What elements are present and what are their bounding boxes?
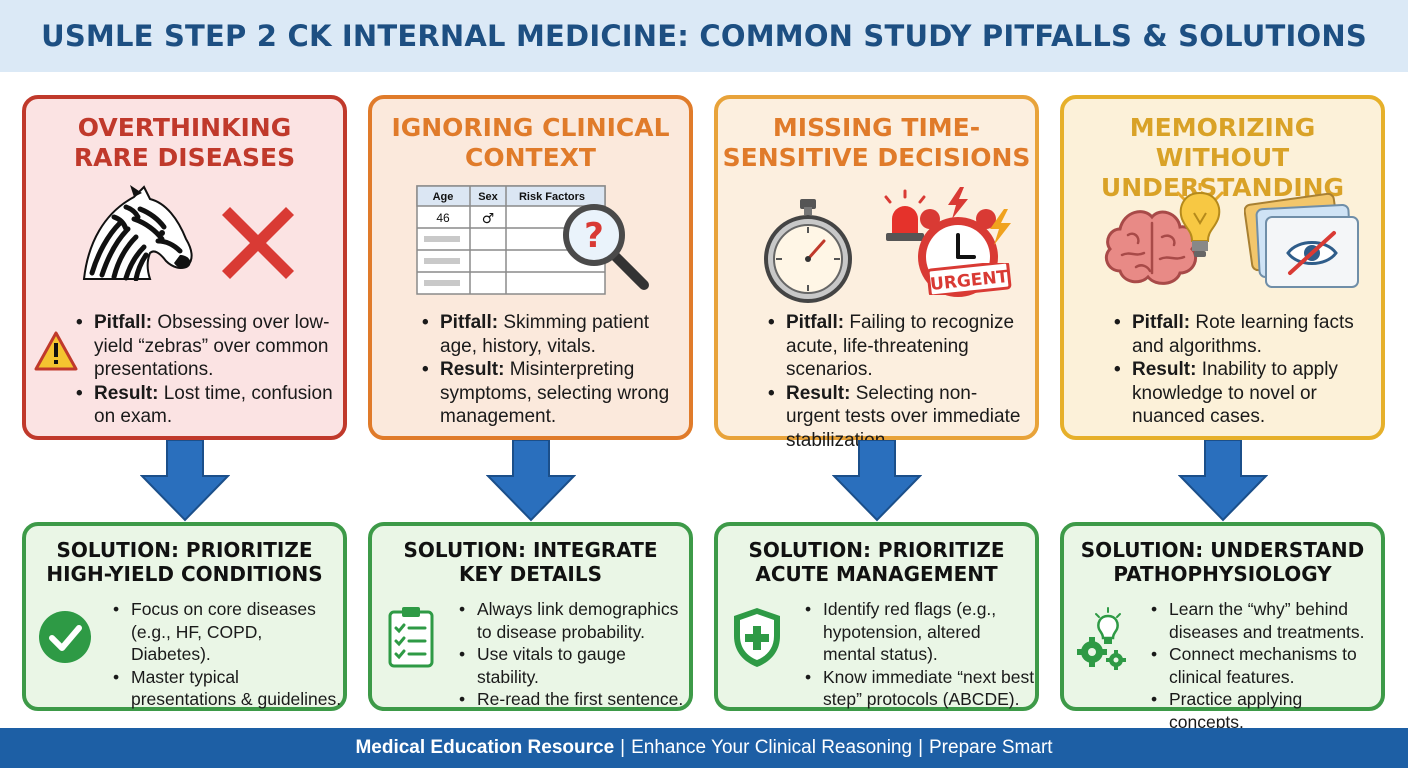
lightning-icon bbox=[990, 209, 1011, 245]
list-item: Master typical presentations & guideline… bbox=[111, 666, 343, 711]
down-arrow-icon bbox=[486, 440, 576, 522]
down-arrow-icon bbox=[1178, 440, 1268, 522]
pitfall-details: Pitfall: Rote learning facts and algorit… bbox=[1112, 311, 1377, 429]
solution-card-pathophysiology: SOLUTION: UNDERSTAND PATHOPHYSIOLOGY Lea… bbox=[1060, 522, 1385, 732]
urgent-stamp: URGENT bbox=[926, 263, 1012, 295]
crossed-eye-icon bbox=[1286, 231, 1338, 275]
brain-icon bbox=[1104, 210, 1197, 285]
list-item: Connect mechanisms to clinical features. bbox=[1149, 643, 1381, 688]
table-header-sex: Sex bbox=[478, 191, 498, 203]
pitfall-card-time-sensitive: MISSING TIME- SENSITIVE DECISIONS bbox=[714, 95, 1039, 451]
footer-tagline: Enhance Your Clinical Reasoning bbox=[631, 737, 913, 758]
pitfall-details: Pitfall: Obsessing over low-yield “zebra… bbox=[74, 311, 339, 429]
list-item: Practice applying concepts. bbox=[1149, 688, 1381, 733]
list-item: Always link demographics to disease prob… bbox=[457, 598, 689, 643]
svg-text:?: ? bbox=[584, 216, 604, 256]
stopwatch-icon bbox=[764, 199, 852, 303]
solution-bullets: Learn the “why” behind diseases and trea… bbox=[1149, 598, 1381, 733]
pitfall-item: Pitfall: Obsessing over low-yield “zebra… bbox=[74, 311, 339, 382]
solution-title: SOLUTION: PRIORITIZE HIGH-YIELD CONDITIO… bbox=[46, 538, 323, 586]
solution-title: SOLUTION: INTEGRATE KEY DETAILS bbox=[403, 538, 658, 586]
solution-bullets: Always link demographics to disease prob… bbox=[457, 598, 689, 711]
list-item: Use vitals to gauge stability. bbox=[457, 643, 689, 688]
solution-card-acute-management: SOLUTION: PRIORITIZE ACUTE MANAGEMENT Id… bbox=[714, 522, 1039, 711]
pitfall-card-rare-diseases: OVERTHINKING RARE DISEASES bbox=[22, 95, 347, 440]
list-item: Focus on core diseases (e.g., HF, COPD, … bbox=[111, 598, 343, 666]
medical-shield-icon bbox=[734, 608, 780, 667]
table-header-risk-factors: Risk Factors bbox=[519, 191, 585, 203]
pitfall-details: Pitfall: Failing to recognize acute, lif… bbox=[766, 311, 1031, 452]
footer-tagline: Prepare Smart bbox=[929, 737, 1053, 758]
pitfall-title: MISSING TIME- SENSITIVE DECISIONS bbox=[722, 113, 1031, 172]
solution-bullets: Focus on core diseases (e.g., HF, COPD, … bbox=[111, 598, 343, 711]
table-cell-age: 46 bbox=[436, 211, 450, 225]
footer-banner: Medical Education Resource | Enhance You… bbox=[0, 728, 1408, 768]
pitfall-title: MEMORIZING WITHOUT UNDERSTANDING bbox=[1100, 113, 1345, 202]
solution-bullets: Identify red flags (e.g., hypotension, a… bbox=[803, 598, 1035, 711]
pitfall-details: Pitfall: Skimming patient age, history, … bbox=[420, 311, 685, 429]
pitfall-card-clinical-context: IGNORING CLINICAL CONTEXT Age Sex Risk F… bbox=[368, 95, 693, 440]
pitfall-title: OVERTHINKING RARE DISEASES bbox=[73, 113, 296, 172]
result-item: Result: Inability to apply knowledge to … bbox=[1112, 358, 1377, 429]
footer-brand: Medical Education Resource bbox=[355, 737, 615, 758]
table-cell-sex: ♂ bbox=[482, 211, 495, 227]
solution-title: SOLUTION: UNDERSTAND PATHOPHYSIOLOGY bbox=[1080, 538, 1365, 586]
page-title: USMLE STEP 2 CK INTERNAL MEDICINE: COMMO… bbox=[41, 19, 1367, 53]
pitfall-item: Pitfall: Rote learning facts and algorit… bbox=[1112, 311, 1377, 358]
header-banner: USMLE STEP 2 CK INTERNAL MEDICINE: COMMO… bbox=[0, 0, 1408, 72]
down-arrow-icon bbox=[140, 440, 230, 522]
pitfall-card-memorizing: MEMORIZING WITHOUT UNDERSTANDING bbox=[1060, 95, 1385, 440]
lightbulb-icon bbox=[1176, 183, 1224, 257]
table-header-age: Age bbox=[433, 191, 454, 203]
solution-title: SOLUTION: PRIORITIZE ACUTE MANAGEMENT bbox=[748, 538, 1005, 586]
clipboard-checklist-icon bbox=[388, 607, 434, 668]
list-item: Learn the “why” behind diseases and trea… bbox=[1149, 598, 1381, 643]
pitfall-title: IGNORING CLINICAL CONTEXT bbox=[391, 113, 670, 172]
flashcards-icon bbox=[1244, 193, 1359, 288]
solution-card-key-details: SOLUTION: INTEGRATE KEY DETAILS Always l… bbox=[368, 522, 693, 711]
warning-icon bbox=[34, 331, 78, 371]
footer-separator: | bbox=[918, 737, 923, 758]
pitfall-illustration bbox=[1064, 179, 1381, 304]
gears-lightbulb-icon bbox=[1077, 607, 1126, 670]
result-item: Result: Misinterpreting symptoms, select… bbox=[420, 358, 685, 429]
solution-card-high-yield: SOLUTION: PRIORITIZE HIGH-YIELD CONDITIO… bbox=[22, 522, 347, 711]
pitfall-illustration: URGENT bbox=[718, 179, 1035, 304]
list-item: Re-read the first sentence. bbox=[457, 688, 689, 711]
list-item: Identify red flags (e.g., hypotension, a… bbox=[803, 598, 1035, 666]
list-item: Know immediate “next best step” protocol… bbox=[803, 666, 1035, 711]
result-item: Result: Selecting non-urgent tests over … bbox=[766, 382, 1031, 453]
x-mark-icon bbox=[222, 207, 294, 279]
pitfall-illustration bbox=[26, 179, 343, 304]
pitfall-item: Pitfall: Failing to recognize acute, lif… bbox=[766, 311, 1031, 382]
footer-separator: | bbox=[620, 737, 626, 758]
down-arrow-icon bbox=[832, 440, 922, 522]
pitfall-item: Pitfall: Skimming patient age, history, … bbox=[420, 311, 685, 358]
siren-icon bbox=[884, 189, 926, 241]
result-item: Result: Lost time, confusion on exam. bbox=[74, 382, 339, 429]
lightning-icon bbox=[948, 187, 968, 219]
checkmark-icon bbox=[39, 611, 91, 663]
zebra-icon bbox=[82, 185, 193, 281]
pitfall-illustration: Age Sex Risk Factors 46 ♂ ? bbox=[372, 179, 689, 304]
magnifier-question-icon: ? bbox=[563, 204, 649, 290]
